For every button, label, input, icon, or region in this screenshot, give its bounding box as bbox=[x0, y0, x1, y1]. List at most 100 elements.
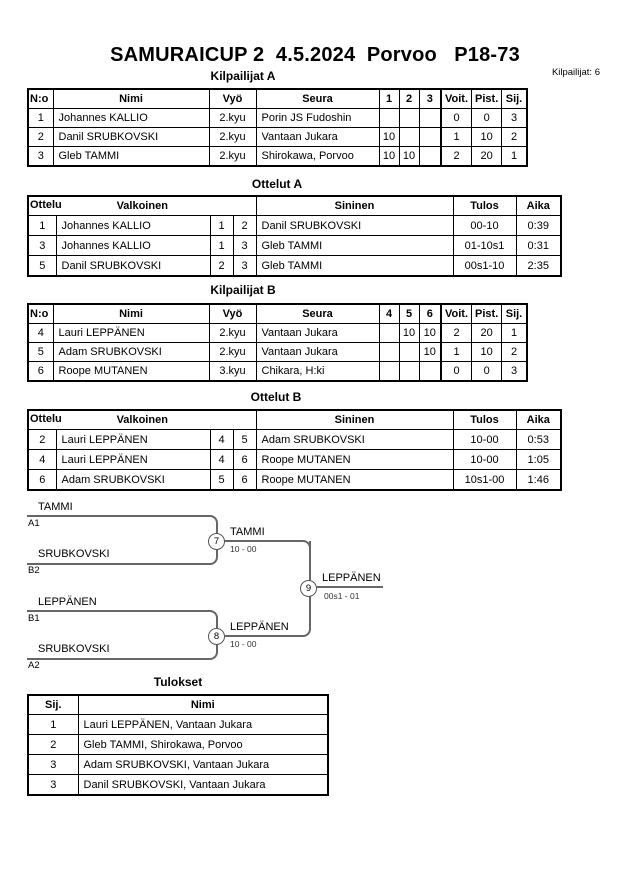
col-header: Seura bbox=[255, 303, 380, 324]
cell-match bbox=[418, 127, 442, 147]
cell-blue-no: 3 bbox=[232, 255, 257, 277]
table-ottelut-b: Ottelu Valkoinen Sininen Tulos Aika 2 La… bbox=[27, 409, 562, 491]
cell-no: 2 bbox=[27, 127, 54, 147]
bracket-slot-seed: B2 bbox=[28, 565, 40, 576]
cell-match bbox=[418, 146, 442, 167]
cell-nimi: Gleb TAMMI bbox=[52, 146, 210, 167]
col-header: Valkoinen bbox=[116, 414, 168, 426]
section-title-kilpailijat-b: Kilpailijat B bbox=[210, 283, 276, 297]
cell-white-no: 2 bbox=[209, 255, 234, 277]
bracket-match-number: 9 bbox=[300, 580, 317, 597]
cell-white: Johannes KALLIO bbox=[55, 215, 211, 236]
cell-sij: 2 bbox=[501, 342, 528, 362]
table-header-row: Sij. Nimi bbox=[27, 694, 329, 715]
bracket-match-score: 10 - 00 bbox=[230, 639, 257, 649]
bracket-slot-name: SRUBKOVSKI bbox=[38, 643, 110, 655]
cell-pist: 10 bbox=[471, 342, 503, 362]
table-row: 3 Gleb TAMMI 2.kyu Shirokawa, Porvoo 10 … bbox=[27, 146, 528, 167]
cell-match-no: 4 bbox=[27, 449, 57, 470]
cell-blue-no: 3 bbox=[232, 235, 257, 256]
cell-blue: Gleb TAMMI bbox=[255, 255, 454, 277]
col-header: Sij. bbox=[501, 88, 528, 109]
bracket-match-number: 7 bbox=[208, 533, 225, 550]
cell-sij: 2 bbox=[27, 734, 79, 755]
cell-white: Johannes KALLIO bbox=[55, 235, 211, 256]
cell-vyo: 2.kyu bbox=[208, 146, 257, 167]
cell-sij: 3 bbox=[27, 754, 79, 775]
col-header: Pist. bbox=[471, 88, 503, 109]
table-row: 1 Lauri LEPPÄNEN, Vantaan Jukara bbox=[27, 714, 329, 735]
cell-seura: Chikara, H:ki bbox=[255, 361, 380, 382]
cell-blue: Roope MUTANEN bbox=[255, 469, 454, 491]
table-row: 5 Danil SRUBKOVSKI 2 3 Gleb TAMMI 00s1-1… bbox=[27, 255, 562, 277]
col-header: Seura bbox=[255, 88, 380, 109]
cell-pist: 20 bbox=[471, 323, 503, 343]
cell-white: Danil SRUBKOVSKI bbox=[55, 255, 211, 277]
cell-result: 10-00 bbox=[452, 449, 517, 470]
col-header: Nimi bbox=[52, 88, 210, 109]
cell-match: 10 bbox=[378, 146, 400, 167]
table-row: 3 Johannes KALLIO 1 3 Gleb TAMMI 01-10s1… bbox=[27, 235, 562, 256]
cell-time: 1:46 bbox=[515, 469, 562, 491]
col-header: Voit. bbox=[440, 303, 473, 324]
cell-sij: 2 bbox=[501, 127, 528, 147]
table-ottelut-a: Ottelu Valkoinen Sininen Tulos Aika 1 Jo… bbox=[27, 195, 562, 277]
col-header: 4 bbox=[378, 303, 400, 324]
col-header-group: Ottelu Valkoinen bbox=[27, 409, 257, 430]
cell-no: 4 bbox=[27, 323, 54, 343]
cell-white-no: 5 bbox=[209, 469, 234, 491]
cell-match-no: 2 bbox=[27, 429, 57, 450]
col-header: 3 bbox=[418, 88, 442, 109]
cell-nimi: Lauri LEPPÄNEN bbox=[52, 323, 210, 343]
col-header: Voit. bbox=[440, 88, 473, 109]
table-row: 4 Lauri LEPPÄNEN 4 6 Roope MUTANEN 10-00… bbox=[27, 449, 562, 470]
table-tulokset: Sij. Nimi 1 Lauri LEPPÄNEN, Vantaan Juka… bbox=[27, 694, 329, 796]
bracket-match-score: 00s1 - 01 bbox=[324, 591, 360, 601]
cell-nimi: Roope MUTANEN bbox=[52, 361, 210, 382]
cell-sij: 3 bbox=[27, 774, 79, 796]
bracket-slot-seed: B1 bbox=[28, 613, 40, 624]
table-header-row: Ottelu Valkoinen Sininen Tulos Aika bbox=[27, 195, 562, 216]
cell-match: 10 bbox=[398, 323, 420, 343]
col-header: Vyö bbox=[208, 88, 257, 109]
bracket-connector bbox=[27, 541, 218, 565]
cell-blue: Danil SRUBKOVSKI bbox=[255, 215, 454, 236]
cell-match-no: 5 bbox=[27, 255, 57, 277]
bracket-match-score: 10 - 00 bbox=[230, 544, 257, 554]
table-row: 4 Lauri LEPPÄNEN 2.kyu Vantaan Jukara 10… bbox=[27, 323, 528, 343]
cell-vyo: 2.kyu bbox=[208, 108, 257, 128]
cell-result: 01-10s1 bbox=[452, 235, 517, 256]
participants-count: Kilpailijat: 6 bbox=[551, 67, 600, 78]
cell-vyo: 2.kyu bbox=[208, 127, 257, 147]
cell-no: 1 bbox=[27, 108, 54, 128]
cell-match bbox=[378, 361, 400, 382]
table-header-row: N:o Nimi Vyö Seura 4 5 6 Voit. Pist. Sij… bbox=[27, 303, 528, 324]
col-header: Aika bbox=[515, 195, 562, 216]
table-row: 2 Danil SRUBKOVSKI 2.kyu Vantaan Jukara … bbox=[27, 127, 528, 147]
cell-match: 10 bbox=[418, 342, 442, 362]
bracket-slot-name: SRUBKOVSKI bbox=[38, 548, 110, 560]
cell-vyo: 3.kyu bbox=[208, 361, 257, 382]
table-kilpailijat-b: N:o Nimi Vyö Seura 4 5 6 Voit. Pist. Sij… bbox=[27, 303, 528, 382]
cell-white: Adam SRUBKOVSKI bbox=[55, 469, 211, 491]
cell-time: 2:35 bbox=[515, 255, 562, 277]
table-row: 2 Lauri LEPPÄNEN 4 5 Adam SRUBKOVSKI 10-… bbox=[27, 429, 562, 450]
cell-blue-no: 2 bbox=[232, 215, 257, 236]
cell-nimi: Adam SRUBKOVSKI, Vantaan Jukara bbox=[77, 754, 329, 775]
cell-sij: 3 bbox=[501, 108, 528, 128]
table-row: 1 Johannes KALLIO 2.kyu Porin JS Fudoshi… bbox=[27, 108, 528, 128]
cell-blue: Gleb TAMMI bbox=[255, 235, 454, 256]
cell-no: 5 bbox=[27, 342, 54, 362]
col-header: Sij. bbox=[27, 694, 79, 715]
bracket-connector bbox=[27, 636, 218, 660]
col-header: Tulos bbox=[452, 195, 517, 216]
cell-white-no: 1 bbox=[209, 215, 234, 236]
col-header: Ottelu bbox=[30, 199, 62, 211]
cell-match bbox=[398, 361, 420, 382]
cell-nimi: Danil SRUBKOVSKI bbox=[52, 127, 210, 147]
cell-match-no: 1 bbox=[27, 215, 57, 236]
cell-white-no: 4 bbox=[209, 449, 234, 470]
cell-match bbox=[418, 108, 442, 128]
cell-nimi: Johannes KALLIO bbox=[52, 108, 210, 128]
cell-sij: 1 bbox=[27, 714, 79, 735]
